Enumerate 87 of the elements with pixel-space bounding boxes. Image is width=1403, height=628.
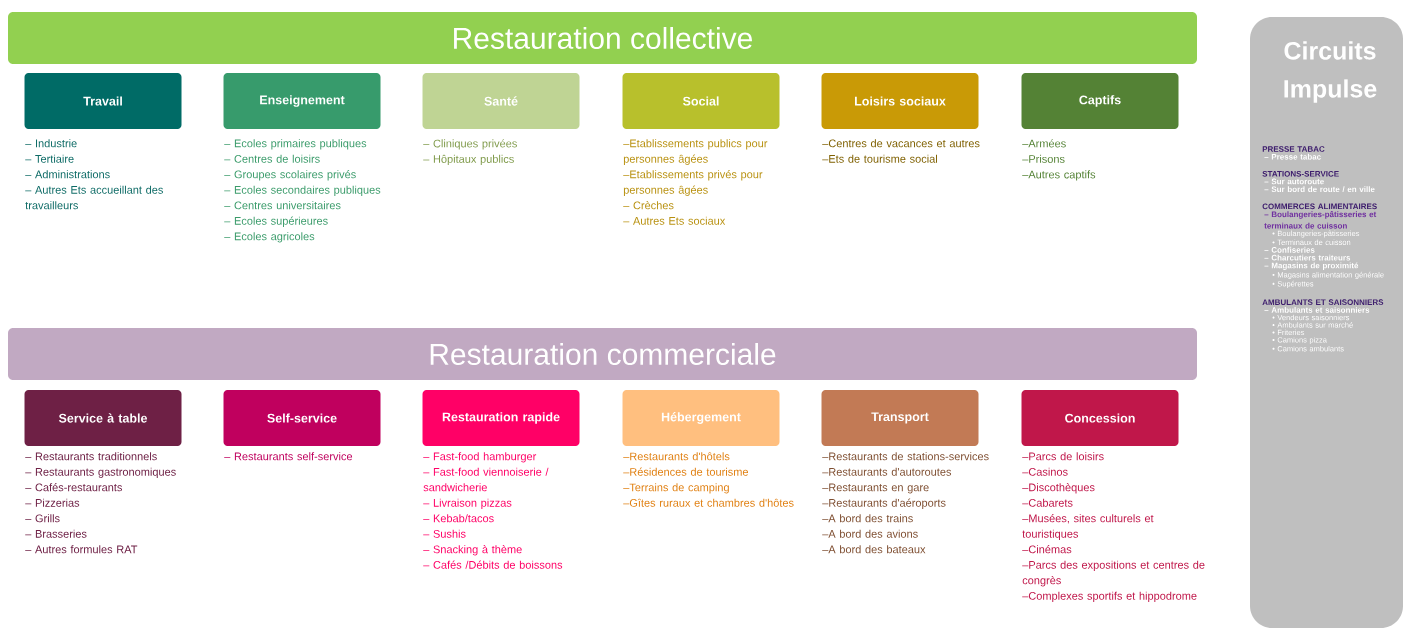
item-list: –Parcs de loisirs –Casinos –Discothèques –Cabarets –Musées, sites culturels et touristiques –Cinémas –Parcs des expositions et centres de congrès –Complexes sportifs et hippodrome: [1022, 452, 1205, 602]
category-box: Restauration rapide: [422, 390, 580, 446]
node-label: – Centres universitaires: [224, 201, 341, 210]
node-label: – Fast-food hamburger: [423, 452, 537, 463]
item-list: –Restaurants d'hôtels –Résidences de tourisme –Terrains de camping –Gîtes ruraux et chambres d'hôtes: [623, 452, 794, 507]
node-label: –Restaurants d'hôtels: [623, 452, 730, 461]
list-item: – Presse tabac: [1264, 153, 1321, 160]
node-label: – Administrations: [25, 170, 110, 179]
section-banner: Restauration collective: [8, 12, 1197, 64]
item-list: –Centres de vacances et autres –Ets de tourisme social: [822, 139, 980, 163]
node-label: – Restaurants gastronomiques: [25, 467, 176, 478]
node-label: –Etablissements publics pour personnes âgées: [623, 139, 768, 165]
node-label: – Autres formules RAT: [25, 545, 138, 554]
node-label: – Autres Ets sociaux: [623, 216, 726, 225]
node-label: – Kebab/tacos: [423, 514, 494, 523]
list-item: – Boulangeries-pâtisseries et terminaux de cuisson: [1264, 211, 1377, 229]
node-label: –A bord des bateaux: [822, 545, 926, 554]
node-label: – Grills: [25, 514, 60, 523]
node-label: –A bord des trains: [822, 514, 913, 523]
item-list: – Restaurants self-service: [224, 452, 353, 461]
category-box: Loisirs sociaux: [821, 73, 979, 129]
list-item: – Ambulants et saisonniers: [1264, 306, 1370, 313]
list-item: – Confiseries: [1264, 246, 1315, 253]
node-label: –Cinémas: [1022, 545, 1072, 554]
node-label: – Livraison pizzas: [423, 498, 512, 509]
node-label: – Snacking à thème: [423, 545, 522, 556]
category-box: Social: [622, 73, 780, 129]
node-label: – Tertiaire: [25, 154, 74, 163]
item-list: – Cliniques privées – Hôpitaux publics: [423, 139, 517, 166]
section-heading: COMMERCES ALIMENTAIRES: [1262, 203, 1377, 210]
category-box: Enseignement: [223, 73, 381, 129]
list-item: – Charcutiers traiteurs: [1264, 254, 1351, 261]
list-item: – Sur bord de route / en ville: [1264, 186, 1375, 193]
node-label: –Terrains de camping: [623, 483, 729, 494]
item-list: – Restaurants traditionnels – Restaurants gastronomiques – Cafés-restaurants – Pizzerias – Grills – Brasseries – Autres formules RAT: [25, 452, 176, 554]
node-label: –Musées, sites culturels et touristiques: [1022, 514, 1154, 540]
node-label: –Gîtes ruraux et chambres d'hôtes: [623, 498, 794, 507]
item-list: – Ecoles primaires publiques – Centres de loisirs – Groupes scolaires privés – Ecoles secondaires publiques – Centres universitaires – Ecoles supérieures – Ecoles agricoles: [224, 139, 381, 243]
node-label: – Sushis: [423, 529, 466, 538]
section-heading: STATIONS-SERVICE: [1262, 171, 1339, 177]
category-box: Self-service: [223, 390, 381, 446]
node-label: –Restaurants en gare: [822, 483, 929, 494]
section-banner: Restauration commerciale: [8, 328, 1197, 380]
node-label: –Cabarets: [1022, 498, 1073, 507]
node-label: – Restaurants traditionnels: [25, 452, 157, 461]
item-list: –Etablissements publics pour personnes âgées –Etablissements privés pour personnes âgées – Crèches – Autres Ets sociaux: [623, 139, 768, 225]
section-heading: AMBULANTS ET SAISONNIERS: [1262, 299, 1384, 305]
node-label: – Cafés-restaurants: [25, 483, 122, 492]
node-label: – Ecoles agricoles: [224, 232, 315, 243]
node-label: – Pizzerias: [25, 498, 80, 507]
item-list: – Fast-food hamburger – Fast-food viennoiserie / sandwicherie – Livraison pizzas – Kebab/tacos – Sushis – Snacking à thème – Cafés /Débits de boissons: [423, 452, 563, 569]
category-box: Santé: [422, 73, 580, 129]
node-label: – Ecoles primaires publiques: [224, 139, 367, 150]
node-label: – Brasseries: [25, 529, 87, 538]
node-label: –A bord des avions: [822, 529, 918, 538]
section-heading: PRESSE TABAC: [1262, 146, 1325, 152]
node-label: – Crèches: [623, 201, 674, 210]
node-label: –Restaurants de stations-services: [822, 452, 989, 461]
node-label: – Autres Ets accueillant des travailleurs: [25, 185, 163, 210]
node-label: –Parcs de loisirs: [1022, 452, 1104, 461]
node-label: –Restaurants d'autoroutes: [822, 467, 952, 476]
list-item: – Sur autoroute: [1264, 178, 1324, 185]
category-box: Concession: [1021, 390, 1179, 446]
node-label: – Ecoles secondaires publiques: [224, 185, 381, 196]
node-label: – Cafés /Débits de boissons: [423, 560, 563, 569]
node-label: –Casinos: [1022, 467, 1068, 476]
node-label: –Restaurants d'aéroports: [822, 498, 946, 509]
node-label: –Complexes sportifs et hippodrome: [1022, 591, 1197, 602]
category-box: Captifs: [1021, 73, 1179, 129]
node-label: – Fast-food viennoiserie / sandwicherie: [423, 467, 549, 492]
item-list: – Industrie – Tertiaire – Administrations – Autres Ets accueillant des travailleurs: [25, 139, 163, 210]
category-box: Hébergement: [622, 390, 780, 446]
category-box: Travail: [24, 73, 182, 129]
panel-heading: Circuits Impulse: [1284, 41, 1377, 103]
node-label: – Groupes scolaires privés: [224, 170, 356, 181]
item-list: –Restaurants de stations-services –Restaurants d'autoroutes –Restaurants en gare –Restaurants d'aéroports –A bord des trains –A bord des avions –A bord des bateaux: [822, 452, 989, 554]
node-label: – Industrie: [25, 139, 77, 148]
item-list: –Armées –Prisons –Autres captifs: [1022, 139, 1096, 181]
list-item: – Magasins de proximité: [1264, 262, 1359, 270]
node-label: –Etablissements privés pour personnes âgées: [623, 170, 763, 196]
category-box: Service à table: [24, 390, 182, 446]
node-label: –Résidences de tourisme: [623, 467, 749, 476]
node-label: –Parcs des expositions et centres de congrès: [1022, 560, 1205, 587]
category-box: Transport: [821, 390, 979, 446]
node-label: –Discothèques: [1022, 483, 1095, 494]
node-label: – Ecoles supérieures: [224, 216, 328, 227]
node-label: – Centres de loisirs: [224, 154, 320, 163]
